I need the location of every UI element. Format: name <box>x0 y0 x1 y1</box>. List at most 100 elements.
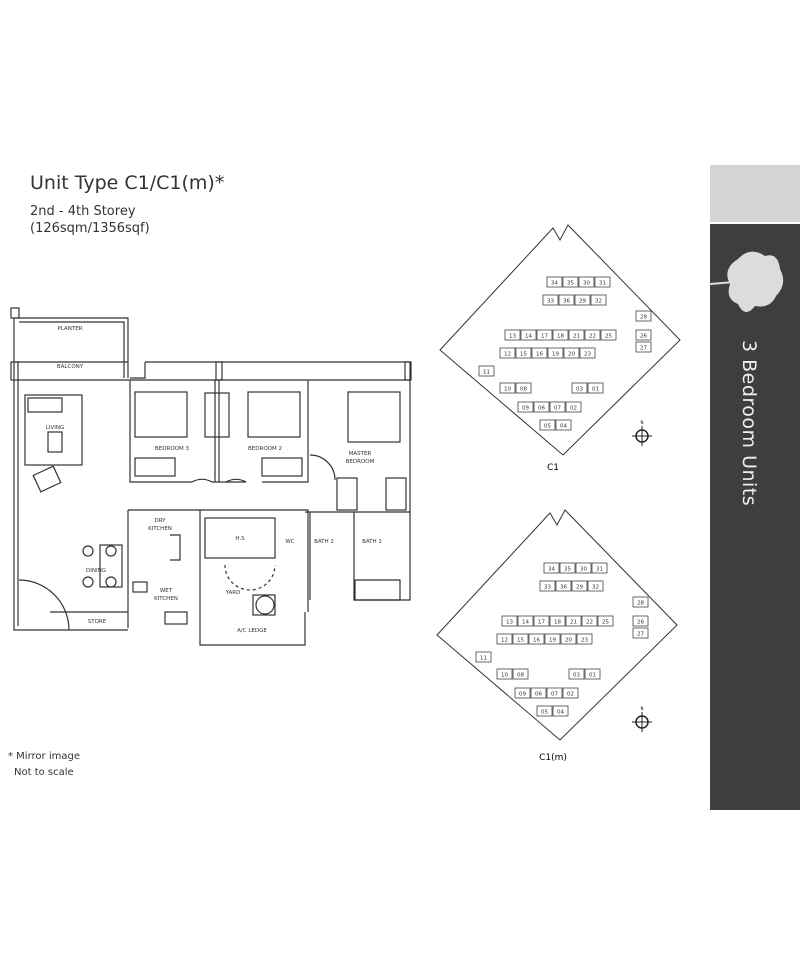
block-outline <box>533 401 550 413</box>
block-number: 05 <box>541 710 548 716</box>
block-number: 33 <box>547 299 554 305</box>
room-label-yard: YARD <box>225 590 241 596</box>
block-number: 07 <box>551 692 558 698</box>
block-number: 05 <box>544 424 551 430</box>
block-outline <box>520 329 537 341</box>
block-number: 26 <box>640 334 647 340</box>
block-outline <box>544 633 561 645</box>
block-number: 17 <box>541 334 548 340</box>
room-label-balcony: BALCONY <box>57 364 84 370</box>
block-outline <box>512 668 529 680</box>
room-label-bath2: BATH 2 <box>314 539 334 545</box>
block-outline <box>576 633 593 645</box>
block-outline <box>546 276 563 288</box>
block-number: 22 <box>589 334 596 340</box>
block-number: 35 <box>567 281 574 287</box>
block-number: 10 <box>501 673 508 679</box>
block-outline <box>584 668 601 680</box>
block-outline <box>635 341 652 353</box>
block-number: 21 <box>573 334 580 340</box>
block-number: 15 <box>517 638 524 644</box>
block-outline <box>549 615 566 627</box>
block-number: 33 <box>544 585 551 591</box>
room-label-wet-kitchen: WET <box>160 588 173 594</box>
block-outline <box>632 615 649 627</box>
block-outline <box>555 580 572 592</box>
block-outline <box>587 580 604 592</box>
area-label: (126sqm/1356sqf) <box>30 221 150 236</box>
site-plan-label: C1 <box>547 463 559 473</box>
room-label-planter: PLANTER <box>57 326 82 332</box>
block-outline <box>552 329 569 341</box>
mirror-image-note: * Mirror image <box>8 751 80 762</box>
block-number: 16 <box>533 638 540 644</box>
block-number: 34 <box>551 281 558 287</box>
block-number: 12 <box>501 638 508 644</box>
room-label-store: STORE <box>88 619 107 625</box>
block-outline <box>496 633 513 645</box>
block-number: 27 <box>637 632 644 638</box>
compass-north-label: N <box>641 420 644 425</box>
block-number: 07 <box>554 406 561 412</box>
block-number: 13 <box>506 620 513 626</box>
scale-note: Not to scale <box>14 767 74 778</box>
block-number: 30 <box>580 567 587 573</box>
block-number: 36 <box>560 585 567 591</box>
block-number: 18 <box>557 334 564 340</box>
block-number: 04 <box>560 424 567 430</box>
block-number: 14 <box>522 620 529 626</box>
block-outline <box>635 329 652 341</box>
tree-icon <box>710 251 784 313</box>
compass-icon: N <box>632 420 652 446</box>
block-outline <box>517 401 534 413</box>
block-number: 03 <box>576 387 583 393</box>
block-outline <box>559 562 576 574</box>
block-number: 15 <box>520 352 527 358</box>
planter-wall <box>15 317 129 378</box>
block-number: 27 <box>640 346 647 352</box>
sidebar <box>710 224 800 810</box>
block-outline <box>579 347 596 359</box>
block-number: 17 <box>538 620 545 626</box>
block-number: 35 <box>564 567 571 573</box>
block-outline <box>555 419 572 431</box>
block-number: 19 <box>549 638 556 644</box>
block-number: 20 <box>565 638 572 644</box>
block-outline <box>515 347 532 359</box>
block-outline <box>635 310 652 322</box>
block-outline <box>515 382 532 394</box>
block-outline <box>600 329 617 341</box>
block-number: 30 <box>583 281 590 287</box>
room-label-ac-ledge: A/C LEDGE <box>237 628 267 634</box>
block-number: 18 <box>554 620 561 626</box>
block-number: 12 <box>504 352 511 358</box>
column <box>10 307 20 319</box>
block-outline <box>539 580 556 592</box>
block-outline <box>528 633 545 645</box>
block-outline <box>565 615 582 627</box>
block-number: 01 <box>589 673 596 679</box>
block-number: 09 <box>519 692 526 698</box>
block-outline <box>517 615 534 627</box>
sidebar-label: 3 Bedroom Units <box>738 340 760 507</box>
room-label-dry-kitchen-2: KITCHEN <box>148 526 172 532</box>
block-number: 32 <box>592 585 599 591</box>
block-number: 28 <box>640 315 647 321</box>
block-number: 10 <box>504 387 511 393</box>
unit-type-title: Unit Type C1/C1(m)* <box>30 172 225 194</box>
block-outline <box>594 276 611 288</box>
block-number: 28 <box>637 601 644 607</box>
block-number: 19 <box>552 352 559 358</box>
block-number: 22 <box>586 620 593 626</box>
block-number: 23 <box>581 638 588 644</box>
block-outline <box>563 347 580 359</box>
block-number: 25 <box>605 334 612 340</box>
block-outline <box>546 687 563 699</box>
block-outline <box>565 401 582 413</box>
room-label-dining: DINING <box>86 568 106 574</box>
block-number: 26 <box>637 620 644 626</box>
block-number: 02 <box>570 406 577 412</box>
block-outline <box>587 382 604 394</box>
